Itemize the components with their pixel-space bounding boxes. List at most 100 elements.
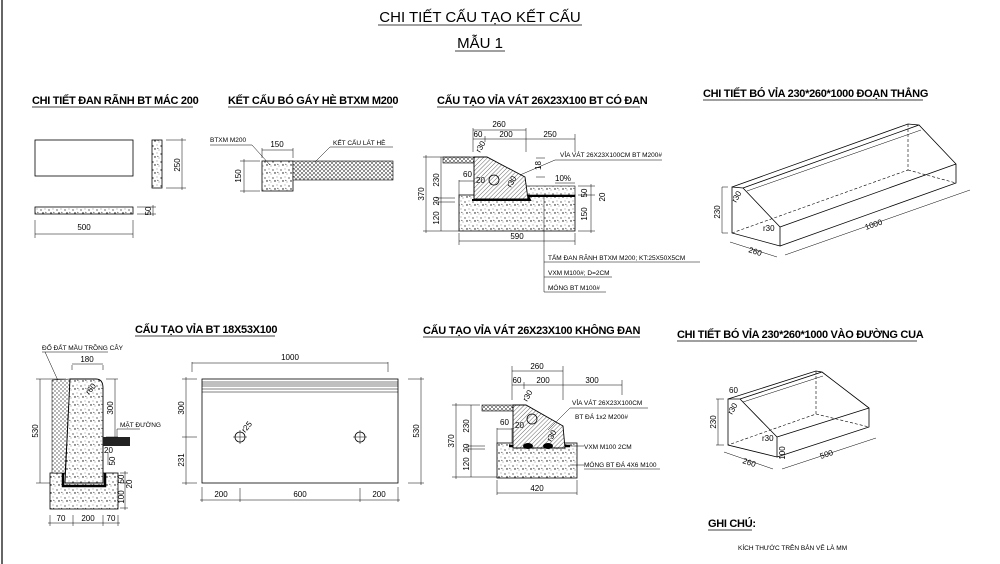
svg-text:420: 420 xyxy=(530,484,544,493)
svg-text:VXM M100#; D=2CM: VXM M100#; D=2CM xyxy=(548,270,610,277)
svg-text:600: 600 xyxy=(293,490,307,499)
svg-text:VXM M100 2CM: VXM M100 2CM xyxy=(584,444,632,451)
main-subtitle: MẪU 1 xyxy=(457,35,503,52)
detail-title: CHI TIẾT BÓ VỈA 230*260*1000 ĐOẠN THẲNG xyxy=(703,87,928,100)
svg-text:BT ĐÁ 1x2 M200#: BT ĐÁ 1x2 M200# xyxy=(575,412,628,421)
svg-text:20: 20 xyxy=(476,176,485,185)
detail-concrete-curb-18x53: CẤU TẠO VỈA BT 18X53X100 ĐỔ ĐẤT MẦU TRỒN… xyxy=(31,323,424,526)
concrete-block xyxy=(261,160,294,192)
svg-text:70: 70 xyxy=(107,514,116,523)
svg-text:500: 500 xyxy=(77,223,91,232)
svg-text:VỈA VÁT 26X23X100CM BT M200#: VỈA VÁT 26X23X100CM BT M200# xyxy=(560,150,662,159)
svg-text:50: 50 xyxy=(117,474,126,483)
svg-text:r30: r30 xyxy=(474,139,488,154)
detail-title: CẤU TẠO VỈA BT 18X53X100 xyxy=(135,323,277,336)
svg-text:10%: 10% xyxy=(555,174,571,183)
note-text: KÍCH THƯỚC TRÊN BẢN VẼ LÀ MM xyxy=(738,543,847,552)
svg-text:1000: 1000 xyxy=(281,353,299,362)
detail-curb-straight-isometric: CHI TIẾT BÓ VỈA 230*260*1000 ĐOẠN THẲNG … xyxy=(703,87,971,258)
svg-text:MÓNG BT ĐÁ 4X6 M100: MÓNG BT ĐÁ 4X6 M100 xyxy=(584,460,657,469)
svg-text:20: 20 xyxy=(432,196,441,205)
svg-text:300: 300 xyxy=(177,401,186,415)
svg-text:120: 120 xyxy=(462,457,471,471)
svg-text:370: 370 xyxy=(417,187,426,201)
svg-text:50: 50 xyxy=(580,188,589,197)
svg-text:KẾT CẤU LÁT HÈ: KẾT CẤU LÁT HÈ xyxy=(333,137,386,147)
svg-text:ĐỔ ĐẤT MẦU TRỒNG CÂY: ĐỔ ĐẤT MẦU TRỒNG CÂY xyxy=(42,342,124,352)
svg-text:20: 20 xyxy=(104,446,113,455)
svg-text:200: 200 xyxy=(536,376,550,385)
detail-sloped-curb-without-slab: CẤU TẠO VỈA VÁT 26X23X100 KHÔNG ĐAN 260 … xyxy=(423,324,660,495)
svg-text:150: 150 xyxy=(270,140,284,149)
svg-text:300: 300 xyxy=(106,401,115,415)
svg-text:60: 60 xyxy=(500,418,509,427)
svg-text:50: 50 xyxy=(108,456,117,465)
svg-text:70: 70 xyxy=(57,514,66,523)
svg-text:20: 20 xyxy=(598,192,607,201)
curb-section xyxy=(64,378,104,484)
svg-text:150: 150 xyxy=(234,169,243,183)
slab-plan xyxy=(34,139,134,177)
svg-text:100: 100 xyxy=(117,490,126,504)
detail-title: CẤU TẠO VỈA VÁT 26X23X100 KHÔNG ĐAN xyxy=(423,324,640,337)
svg-text:530: 530 xyxy=(31,424,40,438)
svg-text:230: 230 xyxy=(713,205,722,219)
svg-text:250: 250 xyxy=(543,130,557,139)
svg-text:200: 200 xyxy=(372,490,386,499)
svg-text:20: 20 xyxy=(515,421,524,430)
svg-text:200: 200 xyxy=(214,490,228,499)
svg-text:150: 150 xyxy=(580,207,589,221)
svg-text:TẤM ĐAN RÃNH BTXM M200; KT:25X: TẤM ĐAN RÃNH BTXM M200; KT:25X50X5CM xyxy=(548,252,685,262)
svg-text:18: 18 xyxy=(534,161,543,170)
svg-text:r30: r30 xyxy=(762,434,774,443)
svg-text:MẶT ĐƯỜNG: MẶT ĐƯỜNG xyxy=(120,420,161,429)
svg-text:60: 60 xyxy=(513,376,522,385)
svg-text:230: 230 xyxy=(462,419,471,433)
svg-text:60: 60 xyxy=(729,386,738,395)
svg-text:530: 530 xyxy=(412,424,421,438)
detail-title: CẤU TẠO VỈA VÁT 26X23X100 BT CÓ ĐAN xyxy=(437,94,648,107)
slab-section xyxy=(34,206,134,215)
svg-text:1000: 1000 xyxy=(864,217,884,231)
svg-text:20: 20 xyxy=(462,443,471,452)
svg-text:180: 180 xyxy=(80,355,94,364)
svg-text:r30: r30 xyxy=(521,388,535,403)
svg-text:370: 370 xyxy=(447,434,456,448)
hole-marker xyxy=(233,430,247,444)
detail-title: CHI TIẾT BÓ VỈA 230*260*1000 VÀO ĐƯỜNG C… xyxy=(677,328,924,341)
svg-text:200: 200 xyxy=(499,130,513,139)
main-title: CHI TIẾT CẤU TẠO KẾT CẤU xyxy=(379,9,580,26)
detail-curb-curved-road-isometric: CHI TIẾT BÓ VỈA 230*260*1000 VÀO ĐƯỜNG C… xyxy=(677,328,924,470)
svg-text:60: 60 xyxy=(463,170,472,179)
paving-layer xyxy=(292,160,394,181)
svg-text:50: 50 xyxy=(144,206,153,215)
svg-text:230: 230 xyxy=(709,415,718,429)
svg-text:300: 300 xyxy=(585,376,599,385)
detail-title: CHI TIẾT ĐAN RÃNH BT MÁC 200 xyxy=(32,94,199,107)
svg-text:VỈA VÁT 26X23X100CM: VỈA VÁT 26X23X100CM xyxy=(572,398,642,407)
svg-text:230: 230 xyxy=(432,173,441,187)
svg-text:BTXM M200: BTXM M200 xyxy=(210,137,247,144)
hole-marker xyxy=(353,430,367,444)
detail-drain-slab: CHI TIẾT ĐAN RÃNH BT MÁC 200 250 50 500 xyxy=(32,94,199,238)
curb-front-view xyxy=(201,378,399,484)
svg-text:590: 590 xyxy=(510,232,524,241)
svg-text:250: 250 xyxy=(173,158,182,172)
svg-text:60: 60 xyxy=(474,130,483,139)
detail-sloped-curb-with-slab: CẤU TẠO VỈA VÁT 26X23X100 BT CÓ ĐAN 260 … xyxy=(417,94,700,293)
svg-text:MÓNG BT M100#: MÓNG BT M100# xyxy=(548,283,600,292)
note-heading: GHI CHÚ: xyxy=(708,517,756,530)
detail-sidewalk-edge: KẾT CẤU BÓ GÁY HÈ BTXM M200 BTXM M200 15… xyxy=(210,94,399,193)
svg-text:20: 20 xyxy=(125,479,134,488)
detail-title: KẾT CẤU BÓ GÁY HÈ BTXM M200 xyxy=(228,94,398,107)
svg-text:100: 100 xyxy=(778,446,787,460)
curb-section xyxy=(512,404,566,449)
svg-text:260: 260 xyxy=(747,245,763,258)
svg-text:500: 500 xyxy=(819,448,835,461)
svg-text:260: 260 xyxy=(530,362,544,371)
svg-text:260: 260 xyxy=(741,456,757,469)
svg-text:231: 231 xyxy=(177,453,186,467)
svg-text:200: 200 xyxy=(81,514,95,523)
svg-text:r30: r30 xyxy=(763,224,775,233)
